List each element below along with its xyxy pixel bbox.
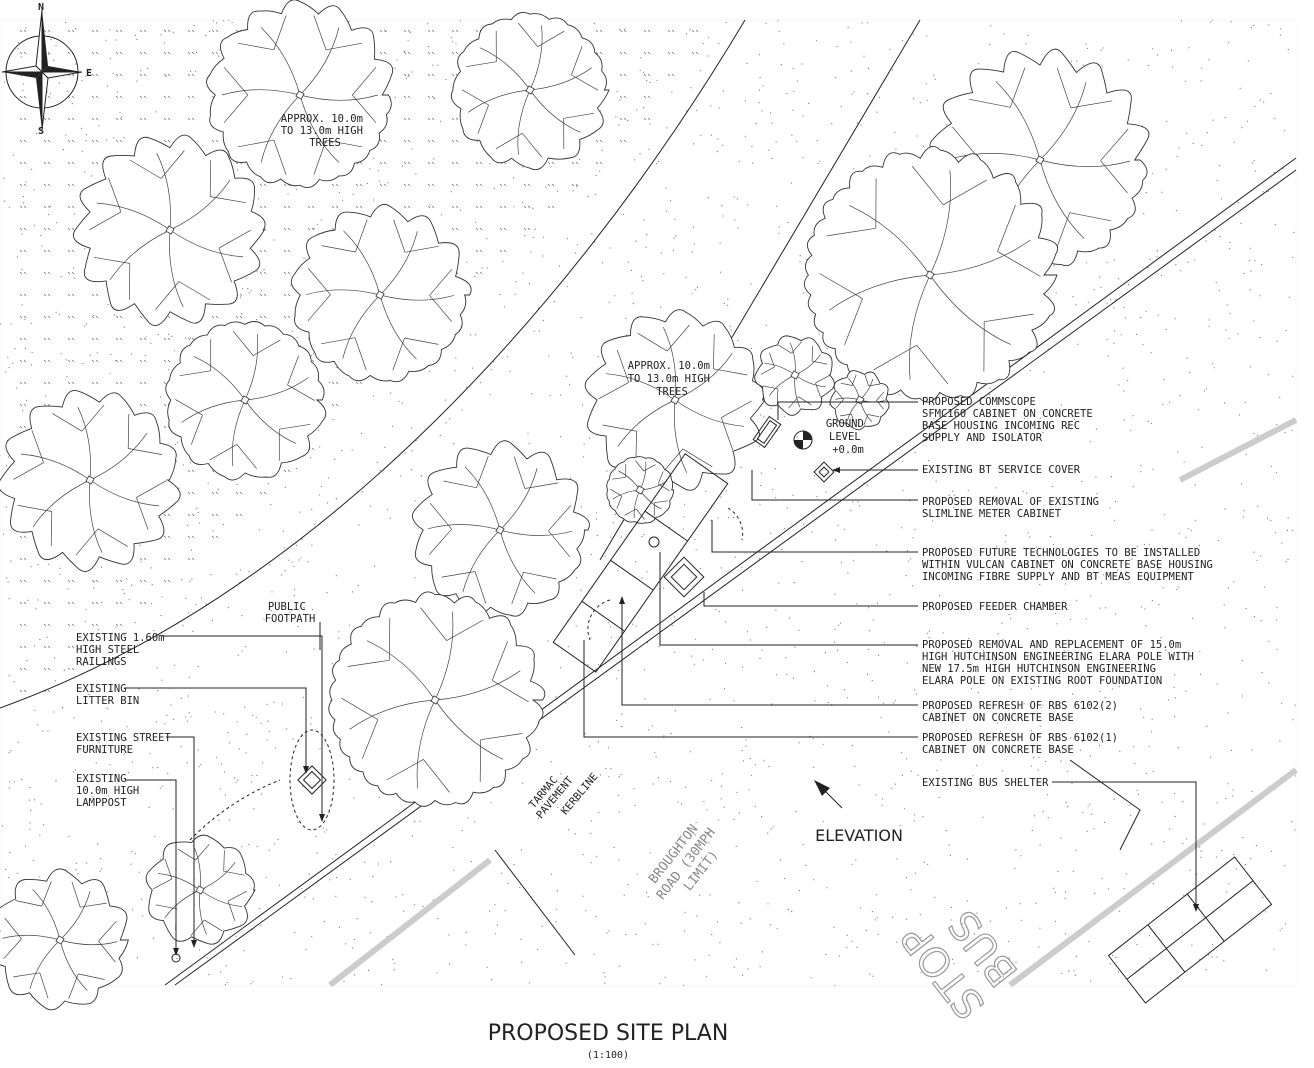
leader-railings bbox=[162, 635, 323, 818]
road-marking-left bbox=[328, 857, 492, 988]
footpath-boundary-curve bbox=[0, 19, 746, 709]
tree-note-left: APPROX. 10.0m TO 13.0m HIGH TREES bbox=[281, 113, 370, 149]
road-marking-right bbox=[1178, 417, 1298, 483]
elara-pole bbox=[648, 536, 660, 548]
bt-cover-label: EXISTING BT SERVICE COVER bbox=[922, 464, 1081, 476]
labels-group: APPROX. 10.0m TO 13.0m HIGH TREES APPROX… bbox=[76, 113, 1219, 1061]
compass-needle-w-light bbox=[1, 65, 44, 73]
tree-note-center: APPROX. 10.0m TO 13.0m HIGH TREES bbox=[628, 360, 717, 398]
leader-street-furniture bbox=[166, 736, 195, 944]
rbs1-label: PROPOSED REFRESH OF RBS 6102(1) CABINET … bbox=[922, 732, 1124, 756]
compass-needle-s bbox=[36, 72, 42, 130]
drawing-area bbox=[0, 19, 1297, 987]
feeder-label: PROPOSED FEEDER CHAMBER bbox=[922, 601, 1068, 613]
road-bay-line-a bbox=[494, 849, 576, 956]
railings-label: EXISTING 1.60m HIGH STEEL RAILINGS bbox=[76, 632, 171, 668]
feeder-chamber bbox=[663, 556, 705, 598]
road-marking-bus bbox=[1008, 767, 1298, 988]
equipment-group bbox=[171, 415, 1273, 1004]
compass-s-label: S bbox=[38, 126, 44, 137]
leader-feeder bbox=[703, 592, 918, 607]
compass-needle-w bbox=[2, 72, 42, 78]
public-footpath-label: PUBLIC FOOTPATH bbox=[265, 601, 316, 625]
road-name-label: BROUGHTON ROAD (30MPH LIMIT) bbox=[641, 810, 736, 913]
future-tech-label: PROPOSED FUTURE TECHNOLOGIES TO BE INSTA… bbox=[922, 547, 1219, 583]
rbs2-label: PROPOSED REFRESH OF RBS 6102(2) CABINET … bbox=[922, 700, 1124, 724]
compass-n-label: N bbox=[38, 2, 44, 13]
road-bay-line-b bbox=[1069, 759, 1141, 851]
kerbline-edge bbox=[174, 169, 1297, 986]
elevation-label: ELEVATION bbox=[815, 826, 903, 845]
bt-service-cover bbox=[813, 461, 835, 483]
leader-future-tech bbox=[711, 520, 918, 553]
north-arrow: N E S bbox=[1, 2, 92, 137]
litter-bin bbox=[297, 765, 327, 795]
plan-title: PROPOSED SITE PLAN bbox=[488, 1021, 729, 1046]
commscope-cabinet bbox=[752, 415, 782, 449]
leader-rbs1 bbox=[583, 640, 918, 738]
leader-pole bbox=[659, 552, 918, 646]
leader-lines bbox=[124, 401, 1199, 956]
bin-clearance bbox=[289, 729, 335, 831]
plan-scale: (1:100) bbox=[587, 1050, 629, 1061]
leader-bus-shelter bbox=[1052, 781, 1197, 908]
lamp-sweep bbox=[189, 779, 281, 841]
pole-label: PROPOSED REMOVAL AND REPLACEMENT OF 15.0… bbox=[922, 639, 1200, 687]
compound-divider-c bbox=[644, 510, 688, 542]
door-swing-b bbox=[587, 599, 611, 641]
commscope-label: PROPOSED COMMSCOPE SFMC160 CABINET ON CO… bbox=[922, 396, 1099, 444]
compass-needle-n bbox=[42, 10, 48, 72]
elevation-arrow-head bbox=[814, 780, 830, 796]
bus-shelter bbox=[1107, 856, 1273, 1004]
lamppost-label: EXISTING 10.0m HIGH LAMPPOST bbox=[76, 773, 146, 809]
compass-needle-e bbox=[42, 66, 82, 72]
bus-stop-marking: BUS STOP bbox=[893, 887, 1030, 1027]
compass-needle-s-light bbox=[41, 70, 49, 131]
door-swing-a bbox=[727, 507, 744, 541]
leader-meter bbox=[751, 470, 918, 501]
pavement-compound-outline bbox=[552, 453, 729, 673]
kerb-inner-edge bbox=[164, 157, 1297, 986]
compound-divider-a bbox=[581, 600, 625, 632]
compass-e-label: E bbox=[86, 68, 92, 79]
street-furniture-label: EXISTING STREET FURNITURE bbox=[76, 732, 177, 756]
ground-level-label: GROUND LEVEL +0.0m bbox=[826, 418, 870, 456]
trees-group bbox=[0, 0, 1150, 1011]
litter-bin-label: EXISTING LITTER BIN bbox=[76, 683, 139, 707]
compound-divider-b bbox=[610, 559, 654, 591]
meter-removal-label: PROPOSED REMOVAL OF EXISTING SLIMLINE ME… bbox=[922, 496, 1105, 520]
leader-litter-bin bbox=[124, 687, 307, 770]
leader-lamppost bbox=[126, 779, 177, 952]
bus-shelter-label: EXISTING BUS SHELTER bbox=[922, 777, 1049, 789]
ground-level-marker-fill bbox=[794, 431, 812, 449]
leader-commscope bbox=[777, 401, 918, 420]
compass-needle-n-light bbox=[35, 9, 43, 74]
compass-needle-e-light bbox=[40, 71, 83, 79]
leader-rbs2 bbox=[621, 600, 918, 706]
